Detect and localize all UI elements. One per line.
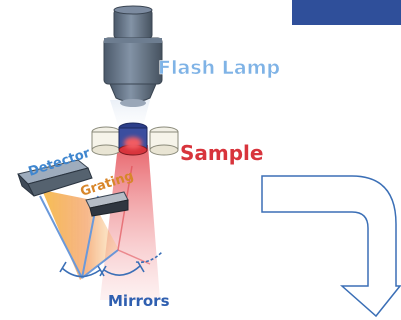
cuvette-icon [91, 122, 179, 156]
corner-box [292, 0, 401, 25]
detector-icon [17, 159, 93, 197]
flash-lamp-icon [103, 5, 163, 107]
sample-label: Sample [180, 141, 263, 165]
flash-lamp-label: Flash Lamp [158, 57, 280, 79]
bent-arrow-icon [261, 175, 401, 318]
mirrors-label: Mirrors [108, 292, 170, 310]
mirror-icon [59, 251, 163, 278]
grating-icon [85, 191, 129, 217]
